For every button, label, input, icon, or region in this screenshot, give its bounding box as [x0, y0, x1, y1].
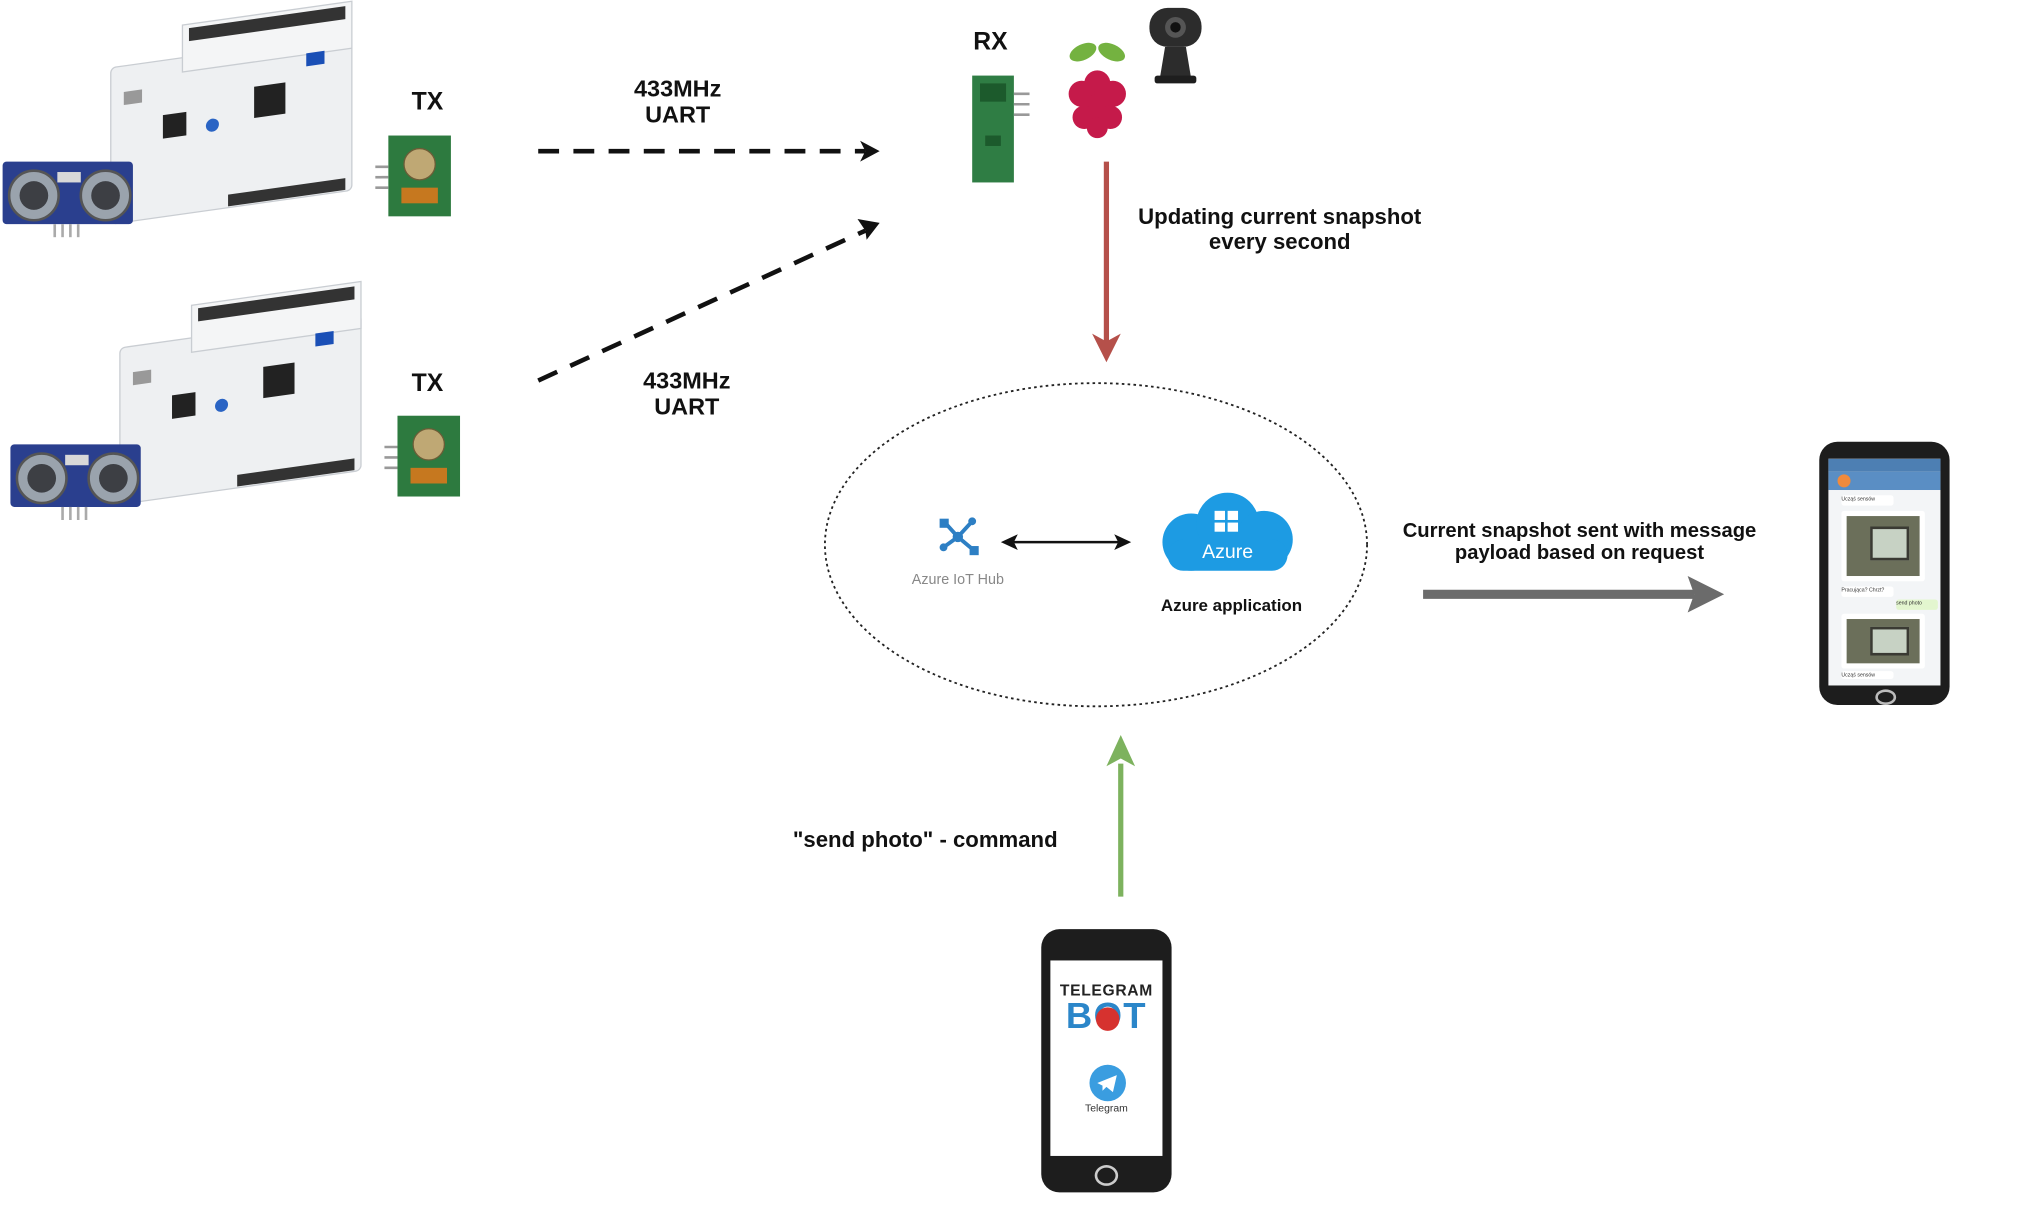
result-arrowhead	[1687, 576, 1725, 613]
chat-photo-1	[1841, 510, 1925, 582]
nucleo-board-top-image	[110, 0, 353, 225]
bot-robot-icon	[1095, 1007, 1120, 1031]
link-top-label: 433MHz UART	[586, 76, 768, 129]
telegram-bot-title: TELEGRAM	[1059, 981, 1153, 1000]
link-top-line1: 433MHz	[633, 75, 722, 102]
chat-status-bar	[1828, 458, 1941, 472]
chat-header	[1828, 471, 1941, 491]
chat-phone: Ucząś sensów Pracująca? Chrzt? send phot…	[1819, 441, 1950, 706]
photo-1-image	[1846, 516, 1920, 577]
update-arrowhead	[1092, 333, 1121, 363]
phone-home-button	[1875, 689, 1897, 706]
cloud-boundary	[824, 382, 1368, 708]
link-top-line2: UART	[645, 101, 711, 128]
tx-top-label: TX	[411, 88, 444, 116]
tx-bottom-label: TX	[411, 370, 444, 398]
ultrasonic-sensor-bottom-image	[10, 444, 141, 520]
snapshot-label: Current snapshot sent with message paylo…	[1371, 520, 1788, 565]
chat-message-4: Ucząś sensów	[1841, 671, 1894, 679]
snapshot-line1: Current snapshot sent with message	[1402, 519, 1757, 543]
telegram-screen: TELEGRAM BOT Telegram	[1050, 960, 1163, 1156]
update-line2: every second	[1208, 229, 1351, 255]
chat-screen: Ucząś sensów Pracująca? Chrzt? send phot…	[1828, 458, 1941, 686]
link-bottom-label: 433MHz UART	[596, 368, 778, 421]
webcam-icon	[1149, 7, 1202, 84]
command-arrowhead	[1106, 735, 1136, 767]
hub-azure-arrowhead-right	[1114, 534, 1132, 550]
chat-photo-2	[1841, 613, 1925, 669]
chat-avatar	[1837, 474, 1851, 488]
nucleo-board-bottom-image	[119, 280, 362, 505]
arrowhead-top	[860, 140, 880, 162]
rx-label: RX	[973, 28, 1008, 57]
telegram-phone-home-button	[1094, 1165, 1119, 1186]
iot-hub-caption: Azure IoT Hub	[911, 572, 1004, 588]
dashed-link-bottom	[537, 228, 867, 383]
tx-module-top-image	[375, 135, 451, 217]
photo-1-window	[1870, 526, 1910, 561]
photo-2-window	[1870, 626, 1910, 656]
chat-message-2: Pracująca? Chrzt?	[1841, 586, 1894, 597]
chat-message-3: send photo	[1896, 599, 1938, 610]
link-bottom-line1: 433MHz	[643, 367, 731, 394]
azure-app-label: Azure application	[1160, 595, 1303, 616]
iot-hub-icon	[939, 517, 979, 556]
rx-hardware	[972, 7, 1202, 183]
rx-module-image	[972, 75, 1030, 183]
tx-module-bottom-image	[384, 415, 461, 497]
update-line1: Updating current snapshot	[1138, 204, 1422, 230]
command-label: "send photo" - command	[792, 827, 1058, 853]
arrowhead-bottom	[857, 218, 880, 240]
telegram-phone: TELEGRAM BOT Telegram	[1041, 929, 1172, 1193]
photo-2-image	[1846, 619, 1920, 664]
link-bottom-line2: UART	[654, 393, 720, 420]
chat-message-1: Ucząś sensów	[1841, 495, 1894, 506]
telegram-app-icon	[1089, 1064, 1126, 1102]
ultrasonic-sensor-top-image	[2, 161, 133, 238]
hub-azure-arrowhead-left	[1000, 534, 1018, 550]
azure-logo-text: Azure	[1202, 540, 1254, 563]
raspberry-pi-icon	[1068, 42, 1126, 139]
tx-top-hardware	[2, 0, 451, 238]
snapshot-line2: payload based on request	[1454, 542, 1705, 565]
update-label: Updating current snapshot every second	[1110, 205, 1449, 255]
azure-cloud-icon	[1162, 492, 1293, 571]
telegram-app-caption: Telegram	[1084, 1102, 1128, 1115]
tx-bottom-hardware	[10, 280, 461, 520]
